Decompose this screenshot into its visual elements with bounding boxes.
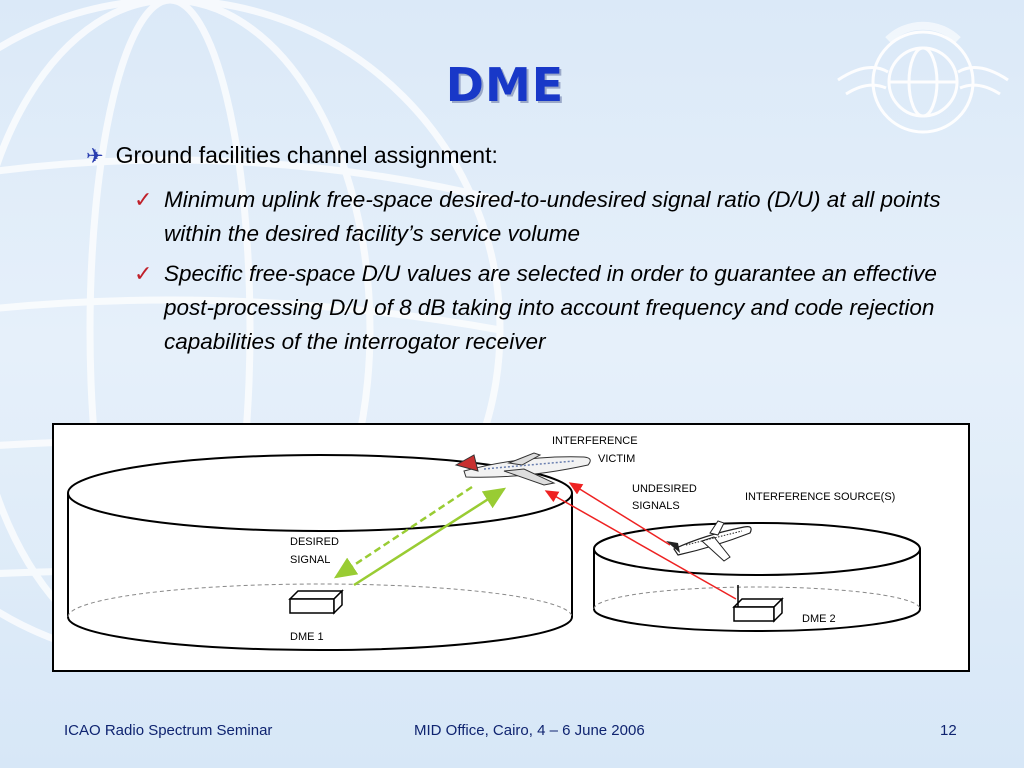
label-interference: INTERFERENCE (552, 435, 638, 447)
bullet-main: ✈ Ground facilities channel assignment: (86, 142, 498, 169)
interference-diagram: INTERFERENCE VICTIM UNDESIRED SIGNALS IN… (52, 423, 970, 672)
label-signals: SIGNALS (632, 500, 680, 512)
dme2-station-icon (732, 585, 784, 623)
label-desired: DESIRED (290, 536, 339, 548)
sub-bullet-2: ✓ Specific free-space D/U values are sel… (134, 257, 944, 359)
label-undesired: UNDESIRED (632, 483, 697, 495)
label-dme2: DME 2 (802, 613, 836, 625)
desired-signal-uplink (353, 487, 507, 587)
footer-page-number: 12 (940, 722, 957, 739)
undesired-signal-from-dme2 (544, 490, 737, 600)
checkmark-icon: ✓ (134, 187, 153, 212)
label-victim: VICTIM (598, 453, 636, 465)
slide-title: DME (445, 58, 565, 112)
interferer-aircraft-icon (666, 520, 752, 562)
dme2-service-volume (593, 522, 921, 632)
label-signal: SIGNAL (290, 554, 331, 566)
checkmark-icon: ✓ (134, 261, 153, 286)
dme1-service-volume (67, 454, 573, 651)
dme1-station-icon (288, 589, 344, 615)
desired-signal-downlink (333, 485, 473, 579)
bullet-main-text: Ground facilities channel assignment: (115, 142, 498, 168)
airplane-bullet-icon: ✈ (86, 145, 104, 168)
undesired-signal-from-aircraft (568, 482, 671, 546)
sub-bullet-1-text: Minimum uplink free-space desired-to-und… (164, 187, 941, 246)
icao-emblem-icon (837, 21, 1009, 134)
sub-bullet-1: ✓ Minimum uplink free-space desired-to-u… (134, 183, 944, 251)
label-interference-sources: INTERFERENCE SOURCE(S) (745, 491, 896, 503)
diagram-svg (67, 452, 921, 651)
victim-aircraft-icon (454, 452, 591, 486)
label-dme1: DME 1 (290, 631, 324, 643)
footer-left: ICAO Radio Spectrum Seminar (64, 722, 273, 739)
footer-center: MID Office, Cairo, 4 – 6 June 2006 (414, 722, 645, 739)
sub-bullet-2-text: Specific free-space D/U values are selec… (164, 261, 937, 354)
